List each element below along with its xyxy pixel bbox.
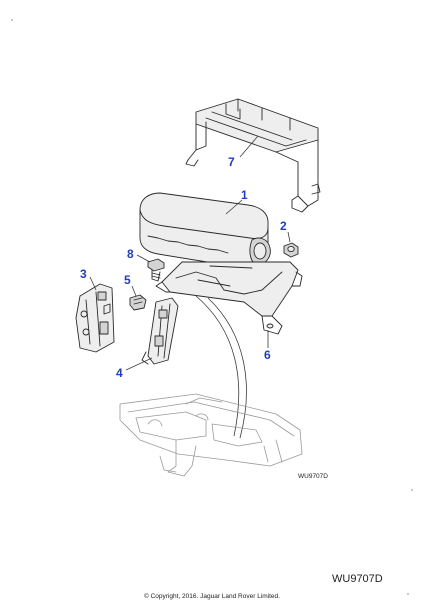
callout-4: 4: [116, 366, 123, 380]
leader-4: [125, 357, 153, 371]
callout-1: 1: [241, 188, 248, 202]
part-2-nut[interactable]: [283, 242, 299, 258]
inset-reference-code: WU9707D: [298, 473, 328, 480]
figure-reference-code: WU9707D: [332, 573, 383, 585]
callout-3: 3: [80, 267, 87, 281]
corner-mark-top-left: [11, 19, 13, 21]
callout-8: 8: [127, 247, 134, 261]
leader-2: [287, 231, 291, 243]
part-7-support-bracket[interactable]: [185, 98, 321, 213]
callout-2: 2: [280, 219, 287, 233]
dashboard-context: [119, 393, 303, 477]
leader-1: [225, 199, 243, 215]
corner-mark-right: [411, 489, 413, 491]
leader-7: [239, 135, 259, 158]
part-3-side-bracket[interactable]: [75, 283, 115, 353]
callout-7: 7: [228, 155, 235, 169]
callout-5: 5: [124, 273, 131, 287]
dashboard-location-leader: [195, 295, 240, 437]
part-4-lower-bracket[interactable]: [141, 297, 179, 365]
copyright-notice: © Copyright, 2016. Jaguar Land Rover Lim…: [144, 593, 280, 600]
dashboard-location-leader-2: [207, 297, 247, 439]
part-5-clip[interactable]: [129, 294, 147, 311]
leader-5: [131, 285, 137, 297]
part-6-mounting-bracket[interactable]: [155, 261, 303, 335]
part-8-bolt[interactable]: [147, 258, 165, 282]
leader-8: [136, 254, 151, 263]
corner-mark-bottom-right: [407, 593, 409, 595]
callout-6: 6: [264, 348, 271, 362]
leader-3: [89, 276, 97, 291]
